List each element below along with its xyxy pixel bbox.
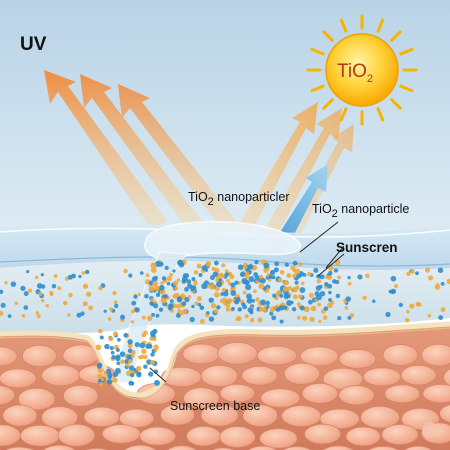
sun-label: TiO2 bbox=[337, 61, 373, 85]
corner-mark bbox=[422, 422, 438, 438]
sunscreen-base-label: Sunscreen base bbox=[170, 399, 260, 413]
tio2-particles bbox=[0, 259, 450, 387]
uv-arrow-icon bbox=[44, 70, 240, 232]
annotation-lines bbox=[149, 221, 345, 383]
nanoparticle-label-left: TiO2 nanoparticler bbox=[188, 190, 290, 208]
skin-surface bbox=[0, 321, 450, 398]
sun-icon: TiO2 bbox=[306, 14, 418, 126]
sunscreen-label: Sunscren bbox=[336, 240, 398, 255]
nanoparticle-label-right: TiO2 nanoparticle bbox=[312, 202, 409, 220]
incoming-uv-arrows bbox=[232, 102, 354, 254]
uv-label: UV bbox=[20, 34, 47, 55]
skin-cells bbox=[0, 341, 450, 450]
sunscreen-base-layer bbox=[0, 261, 450, 334]
